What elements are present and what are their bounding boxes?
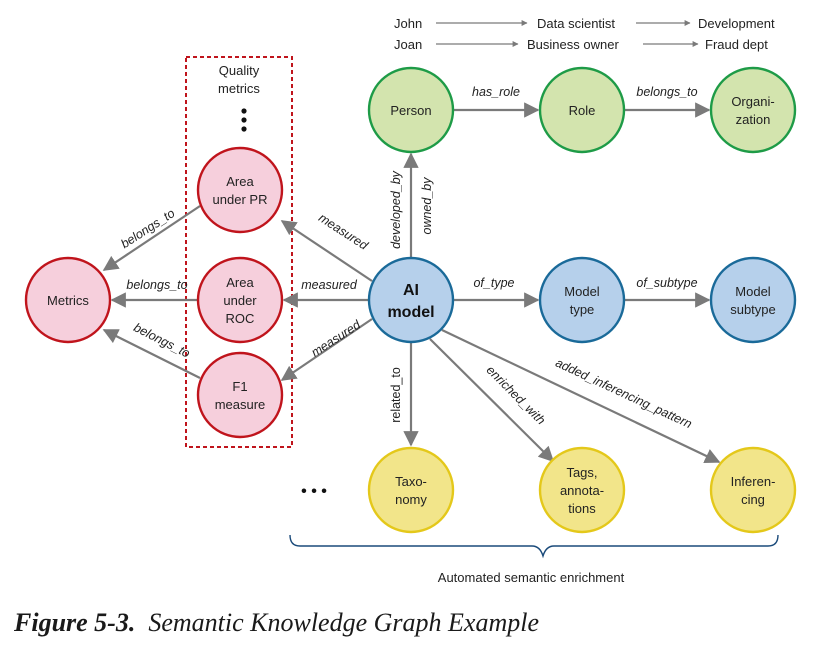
edge-label-belongs-to-roc: belongs_to [126, 278, 187, 292]
quality-metrics-title-line2: metrics [218, 81, 260, 96]
node-circle [196, 256, 284, 344]
node-circle [709, 66, 797, 154]
node-label: type [570, 302, 595, 317]
node-label: under PR [213, 192, 268, 207]
node-circle [367, 446, 455, 534]
edge-measured-pr [280, 220, 373, 282]
node-label: Model [735, 284, 771, 299]
edge-enriched-with [429, 338, 555, 463]
node-model-type: Model type [538, 256, 626, 344]
edge-label-has-role: has_role [472, 85, 520, 99]
node-label: Organi- [731, 94, 774, 109]
node-label: ROC [226, 311, 255, 326]
node-label: Taxo- [395, 474, 427, 489]
legend-person-john: John [394, 16, 422, 31]
node-tags: Tags, annota-tions [538, 446, 626, 534]
edge-label-belongs-to-pr: belongs_to [118, 206, 177, 251]
legend-role-data-scientist: Data scientist [537, 16, 615, 31]
node-organization: Organi-zation [709, 66, 797, 154]
edge-label-of-subtype: of_subtype [636, 276, 697, 290]
figure-caption: Figure 5-3. Semantic Knowledge Graph Exa… [14, 608, 539, 638]
node-label: cing [741, 492, 765, 507]
legend-role-business-owner: Business owner [527, 37, 619, 52]
edge-belongs-to-pr [102, 205, 201, 271]
node-label: Metrics [47, 293, 89, 308]
more-nodes-ellipsis-icon: • • • [301, 483, 327, 500]
node-circle [196, 146, 284, 234]
enrichment-label: Automated semantic enrichment [438, 570, 625, 585]
quality-metrics-group-box [185, 56, 293, 448]
node-circle [24, 256, 112, 344]
edge-label-enriched-with: enriched_with [484, 363, 548, 427]
node-label: AI [403, 282, 419, 299]
node-person: Person [367, 66, 455, 154]
edge-label-measured-f1: measured [309, 317, 364, 360]
edge-label-owned-by: owned_by [420, 177, 434, 235]
figure-title: Semantic Knowledge Graph Example [148, 608, 539, 637]
node-label: Inferen- [731, 474, 776, 489]
node-label: under [223, 293, 257, 308]
node-label: annota- [560, 483, 604, 498]
node-circle [367, 66, 455, 154]
node-circle [709, 446, 797, 534]
node-label: Model [564, 284, 600, 299]
node-label: Area [226, 174, 254, 189]
edge-label-belongs-to-f1: belongs_to [131, 320, 192, 360]
node-label: tions [568, 501, 596, 516]
node-f1-measure: F1 measure [196, 351, 284, 439]
edge-label-measured-roc: measured [301, 278, 358, 292]
node-label: F1 [232, 379, 247, 394]
node-role: Role [538, 66, 626, 154]
quality-metrics-title-line1: Quality [219, 63, 260, 78]
edge-added-inferencing-pattern [441, 329, 721, 463]
edge-label-related-to: related_to [389, 367, 403, 423]
node-label: measure [215, 397, 266, 412]
node-circle [538, 446, 626, 534]
node-circle [196, 351, 284, 439]
edge-label-developed-by: developed_by [389, 170, 403, 249]
node-area-under-pr: Area under PR [196, 146, 284, 234]
node-ai-model: AI model [367, 256, 455, 344]
figure-label: Figure 5-3. [14, 608, 136, 637]
node-label: model [387, 304, 434, 321]
edges [102, 102, 721, 463]
edge-label-measured-pr: measured [316, 211, 371, 254]
node-inferencing: Inferen-cing [709, 446, 797, 534]
edge-measured-f1 [280, 318, 373, 381]
node-metrics: Metrics [24, 256, 112, 344]
node-circle [709, 256, 797, 344]
node-label: nomy [395, 492, 427, 507]
enrichment-brace [289, 534, 779, 559]
node-label: zation [736, 112, 771, 127]
node-label: Tags, [566, 465, 597, 480]
edge-belongs-to-f1 [102, 329, 201, 379]
legend-org-fraud-dept: Fraud dept [705, 37, 768, 52]
node-taxonomy: Taxo-nomy [367, 446, 455, 534]
node-circle [538, 256, 626, 344]
legend: John Data scientist Development Joan Bus… [394, 16, 775, 52]
vertical-ellipsis-icon [241, 108, 247, 132]
edge-label-of-type: of_type [473, 276, 514, 290]
node-label: Area [226, 275, 254, 290]
legend-org-development: Development [698, 16, 775, 31]
node-circle [538, 66, 626, 154]
legend-person-joan: Joan [394, 37, 422, 52]
node-label: Role [569, 103, 596, 118]
edge-label-belongs-to-org: belongs_to [636, 85, 697, 99]
node-label: subtype [730, 302, 776, 317]
node-label: Person [390, 103, 431, 118]
node-circle [367, 256, 455, 344]
node-model-subtype: Model subtype [709, 256, 797, 344]
